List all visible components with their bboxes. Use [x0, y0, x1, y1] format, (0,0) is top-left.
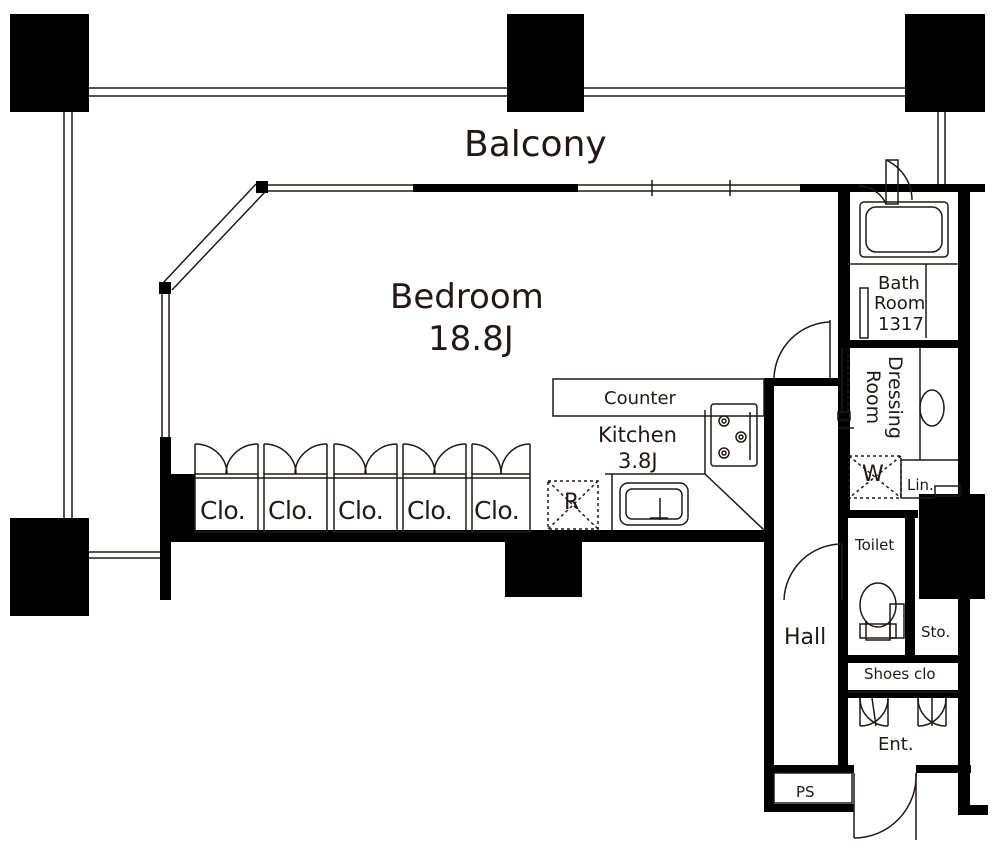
washer-label: W — [862, 462, 884, 487]
column — [919, 494, 985, 599]
closet-label: Clo. — [200, 496, 246, 525]
bath-label-line3: 1317 — [878, 314, 924, 335]
kitchen-area-label: 3.8J — [618, 449, 658, 473]
bath-label-line2: Room — [874, 293, 926, 314]
dressing-label-line1: Dressing — [883, 356, 906, 439]
bedroom-label: Bedroom — [390, 277, 544, 317]
dressing-label-line2: Room — [861, 370, 884, 425]
hall-label: Hall — [784, 625, 827, 650]
closet-label: Clo. — [407, 496, 453, 525]
closet-label: Clo. — [338, 496, 384, 525]
closet-label: Clo. — [268, 496, 314, 525]
bath-label-line1: Bath — [878, 273, 920, 294]
linen-label: Lin. — [907, 476, 934, 494]
column — [10, 518, 89, 616]
column — [507, 14, 584, 112]
entrance-label: Ent. — [878, 734, 914, 755]
column — [10, 14, 89, 112]
storage-label: Sto. — [921, 623, 951, 641]
closet-label: Clo. — [474, 496, 520, 525]
counter-label: Counter — [604, 388, 676, 409]
shoes-closet-label: Shoes clo — [864, 665, 936, 683]
bedroom-area-label: 18.8J — [428, 319, 514, 359]
balcony-label: Balcony — [464, 124, 607, 165]
toilet-label: Toilet — [855, 536, 895, 554]
pipe-space-label: PS — [796, 783, 815, 801]
column — [505, 536, 582, 597]
column — [905, 14, 985, 112]
kitchen-label: Kitchen — [598, 423, 677, 447]
refrigerator-label: R — [564, 490, 580, 515]
